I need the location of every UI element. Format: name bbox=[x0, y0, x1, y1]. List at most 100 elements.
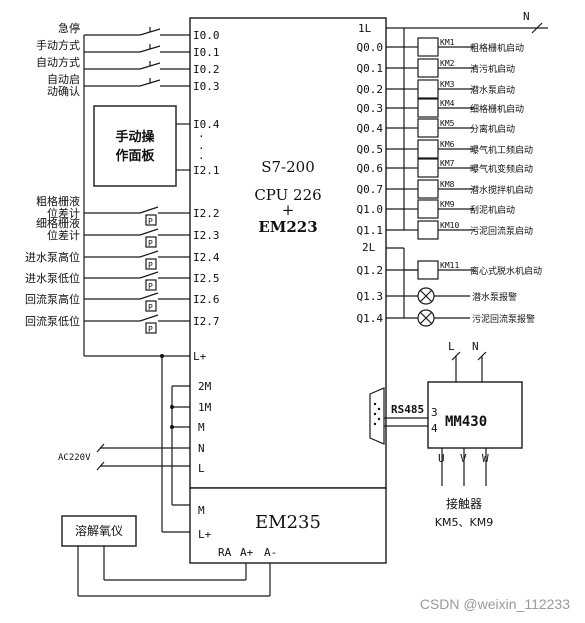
neutral-label: N bbox=[523, 10, 530, 23]
output-label: 刮泥机启动 bbox=[470, 204, 515, 216]
svg-text:P: P bbox=[148, 261, 153, 270]
input-label: 动确认 bbox=[47, 85, 80, 98]
coil-label: KM11 bbox=[440, 261, 459, 270]
coil-label: KM9 bbox=[440, 200, 455, 209]
output-label: 清污机启动 bbox=[470, 63, 515, 75]
output-addr: Q0.5 bbox=[357, 143, 384, 156]
sensor-input-addr: I2.6 bbox=[193, 293, 220, 306]
input-label: 自动启 bbox=[47, 73, 80, 86]
mm430-pin3: 3 bbox=[431, 406, 438, 419]
em235-title: EM235 bbox=[255, 512, 321, 533]
sensor-input-label: 进水泵高位 bbox=[25, 250, 80, 264]
mm430-l: L bbox=[448, 340, 455, 353]
relay-coil-icon bbox=[417, 139, 439, 159]
relay-coil-icon bbox=[417, 220, 439, 240]
em235-aplus: A+ bbox=[240, 546, 254, 559]
coil-label: KM3 bbox=[440, 80, 455, 89]
sensor-input-label: 位差计 bbox=[47, 228, 80, 242]
manual-panel-label-2: 作面板 bbox=[115, 148, 155, 164]
relay-coil-icon bbox=[417, 98, 439, 118]
output-label: 曝气机变频启动 bbox=[470, 163, 533, 175]
power-supply-label: AC220V bbox=[58, 453, 91, 463]
svg-text:P: P bbox=[148, 303, 153, 312]
sensor-input-addr: I2.2 bbox=[193, 207, 220, 220]
plc-l: L bbox=[198, 462, 205, 475]
em235-box bbox=[189, 487, 387, 564]
mm430-u: U bbox=[438, 452, 445, 465]
input-label: 自动方式 bbox=[36, 55, 80, 69]
float-switch-icon bbox=[139, 228, 159, 236]
input-label: 手动方式 bbox=[36, 38, 80, 52]
sensor-input-addr: I2.7 bbox=[193, 315, 220, 328]
em235-ra: RA bbox=[218, 546, 232, 559]
output-label: 潜水泵启动 bbox=[470, 84, 515, 96]
coil-label: KM10 bbox=[440, 221, 459, 230]
alarm-addr: Q1.3 bbox=[357, 290, 384, 303]
sensor-input-label: 回流泵高位 bbox=[25, 292, 80, 306]
dots: · bbox=[198, 152, 205, 165]
plc-1m: 1M bbox=[198, 401, 212, 414]
output-label: 离心式脱水机启动 bbox=[470, 265, 542, 277]
mm430-box bbox=[427, 381, 523, 449]
plc-1l: 1L bbox=[358, 22, 372, 35]
output-label: 粗格栅机启动 bbox=[470, 42, 524, 54]
output-label: 污泥回流泵启动 bbox=[470, 225, 533, 237]
coil-label: KM8 bbox=[440, 180, 455, 189]
svg-text:P: P bbox=[148, 239, 153, 248]
float-switch-icon bbox=[139, 292, 159, 300]
plc-n: N bbox=[198, 442, 205, 455]
sensor-input-label: 粗格栅液 bbox=[36, 194, 80, 208]
relay-coil-icon bbox=[417, 58, 439, 78]
dissolved-oxygen-box bbox=[61, 515, 137, 547]
contactor-sub: KM5、KM9 bbox=[435, 516, 493, 529]
relay-coil-icon bbox=[417, 179, 439, 199]
plc-plus: + bbox=[282, 201, 295, 219]
coil-label: KM2 bbox=[440, 59, 455, 68]
input-addr: I0.0 bbox=[193, 29, 220, 42]
output-addr: Q0.6 bbox=[357, 162, 384, 175]
mm430-title: MM430 bbox=[445, 414, 487, 430]
addr-i2-1: I2.1 bbox=[193, 164, 220, 177]
sensor-input-label: 细格栅液 bbox=[36, 216, 80, 230]
float-switch-icon bbox=[139, 271, 159, 279]
coil-label: KM5 bbox=[440, 119, 455, 128]
sensor-input-label: 回流泵低位 bbox=[25, 314, 80, 328]
mm430-n: N bbox=[472, 340, 479, 353]
coil-label: KM6 bbox=[440, 140, 455, 149]
plc-model: S7-200 bbox=[261, 158, 315, 176]
dots: · bbox=[198, 130, 205, 143]
relay-coil-icon bbox=[417, 118, 439, 138]
plc-box bbox=[189, 17, 387, 489]
contactor-title: 接触器 bbox=[446, 496, 482, 511]
output-addr: Q0.7 bbox=[357, 183, 384, 196]
alarm-addr: Q1.4 bbox=[357, 312, 384, 325]
output-addr: Q1.0 bbox=[357, 203, 384, 216]
output-addr: Q0.1 bbox=[357, 62, 384, 75]
em235-aminus: A- bbox=[264, 546, 277, 559]
float-switch-icon bbox=[139, 206, 159, 214]
output-addr: Q1.1 bbox=[357, 224, 384, 237]
input-addr: I0.2 bbox=[193, 63, 220, 76]
mm430-pin4: 4 bbox=[431, 422, 438, 435]
svg-text:P: P bbox=[148, 282, 153, 291]
relay-coil-icon bbox=[417, 199, 439, 219]
relay-coil-icon bbox=[417, 37, 439, 57]
plc-2l: 2L bbox=[362, 241, 376, 254]
coil-label: KM4 bbox=[440, 99, 455, 108]
plc-2m: 2M bbox=[198, 380, 212, 393]
em235-m: M bbox=[198, 504, 205, 517]
relay-coil-icon bbox=[417, 260, 439, 280]
relay-coil-icon bbox=[417, 79, 439, 99]
svg-text:P: P bbox=[148, 217, 153, 226]
db9-connector-icon bbox=[369, 387, 385, 445]
sensor-input-label: 进水泵低位 bbox=[25, 271, 80, 285]
output-label: 潜水搅拌机启动 bbox=[470, 184, 533, 196]
output-addr: Q0.3 bbox=[357, 102, 384, 115]
rs485-label: RS485 bbox=[391, 403, 424, 416]
alarm-label: 污泥回流泵报警 bbox=[472, 313, 535, 325]
plc-cpu: CPU 226 bbox=[254, 186, 321, 204]
dots: · bbox=[198, 142, 205, 155]
plc-lplus: L+ bbox=[193, 350, 207, 363]
output-addr: Q0.4 bbox=[357, 122, 384, 135]
